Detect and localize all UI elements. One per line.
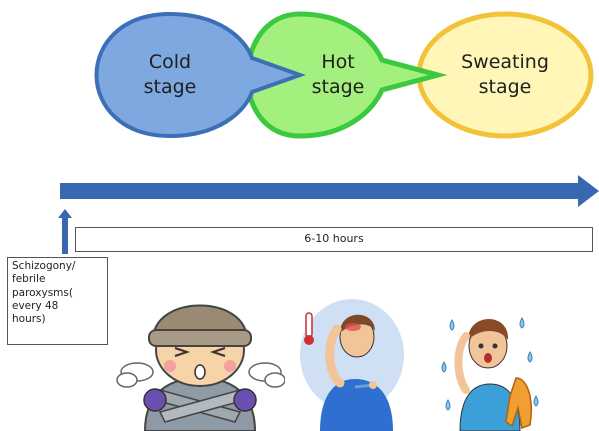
timeline-arrows <box>58 175 599 254</box>
stage-diagram <box>94 11 594 139</box>
cold-stage-shape <box>94 11 306 139</box>
start-marker-arrow <box>58 209 72 254</box>
timeline-arrow <box>60 175 599 207</box>
sweating-stage-label: Sweating stage <box>461 51 549 98</box>
cold-stage-label: Cold stage <box>143 51 197 98</box>
fever-thermometer-person-icon <box>300 299 404 431</box>
duration-label: 6-10 hours <box>304 232 364 245</box>
shivering-person-icon <box>116 304 285 431</box>
hot-stage-label: Hot stage <box>311 51 365 98</box>
sweating-person-icon <box>441 316 539 431</box>
duration-bar: 6-10 hours <box>75 227 593 252</box>
schizogony-note: Schizogony/ febrile paroxysms( every 48 … <box>7 257 108 345</box>
